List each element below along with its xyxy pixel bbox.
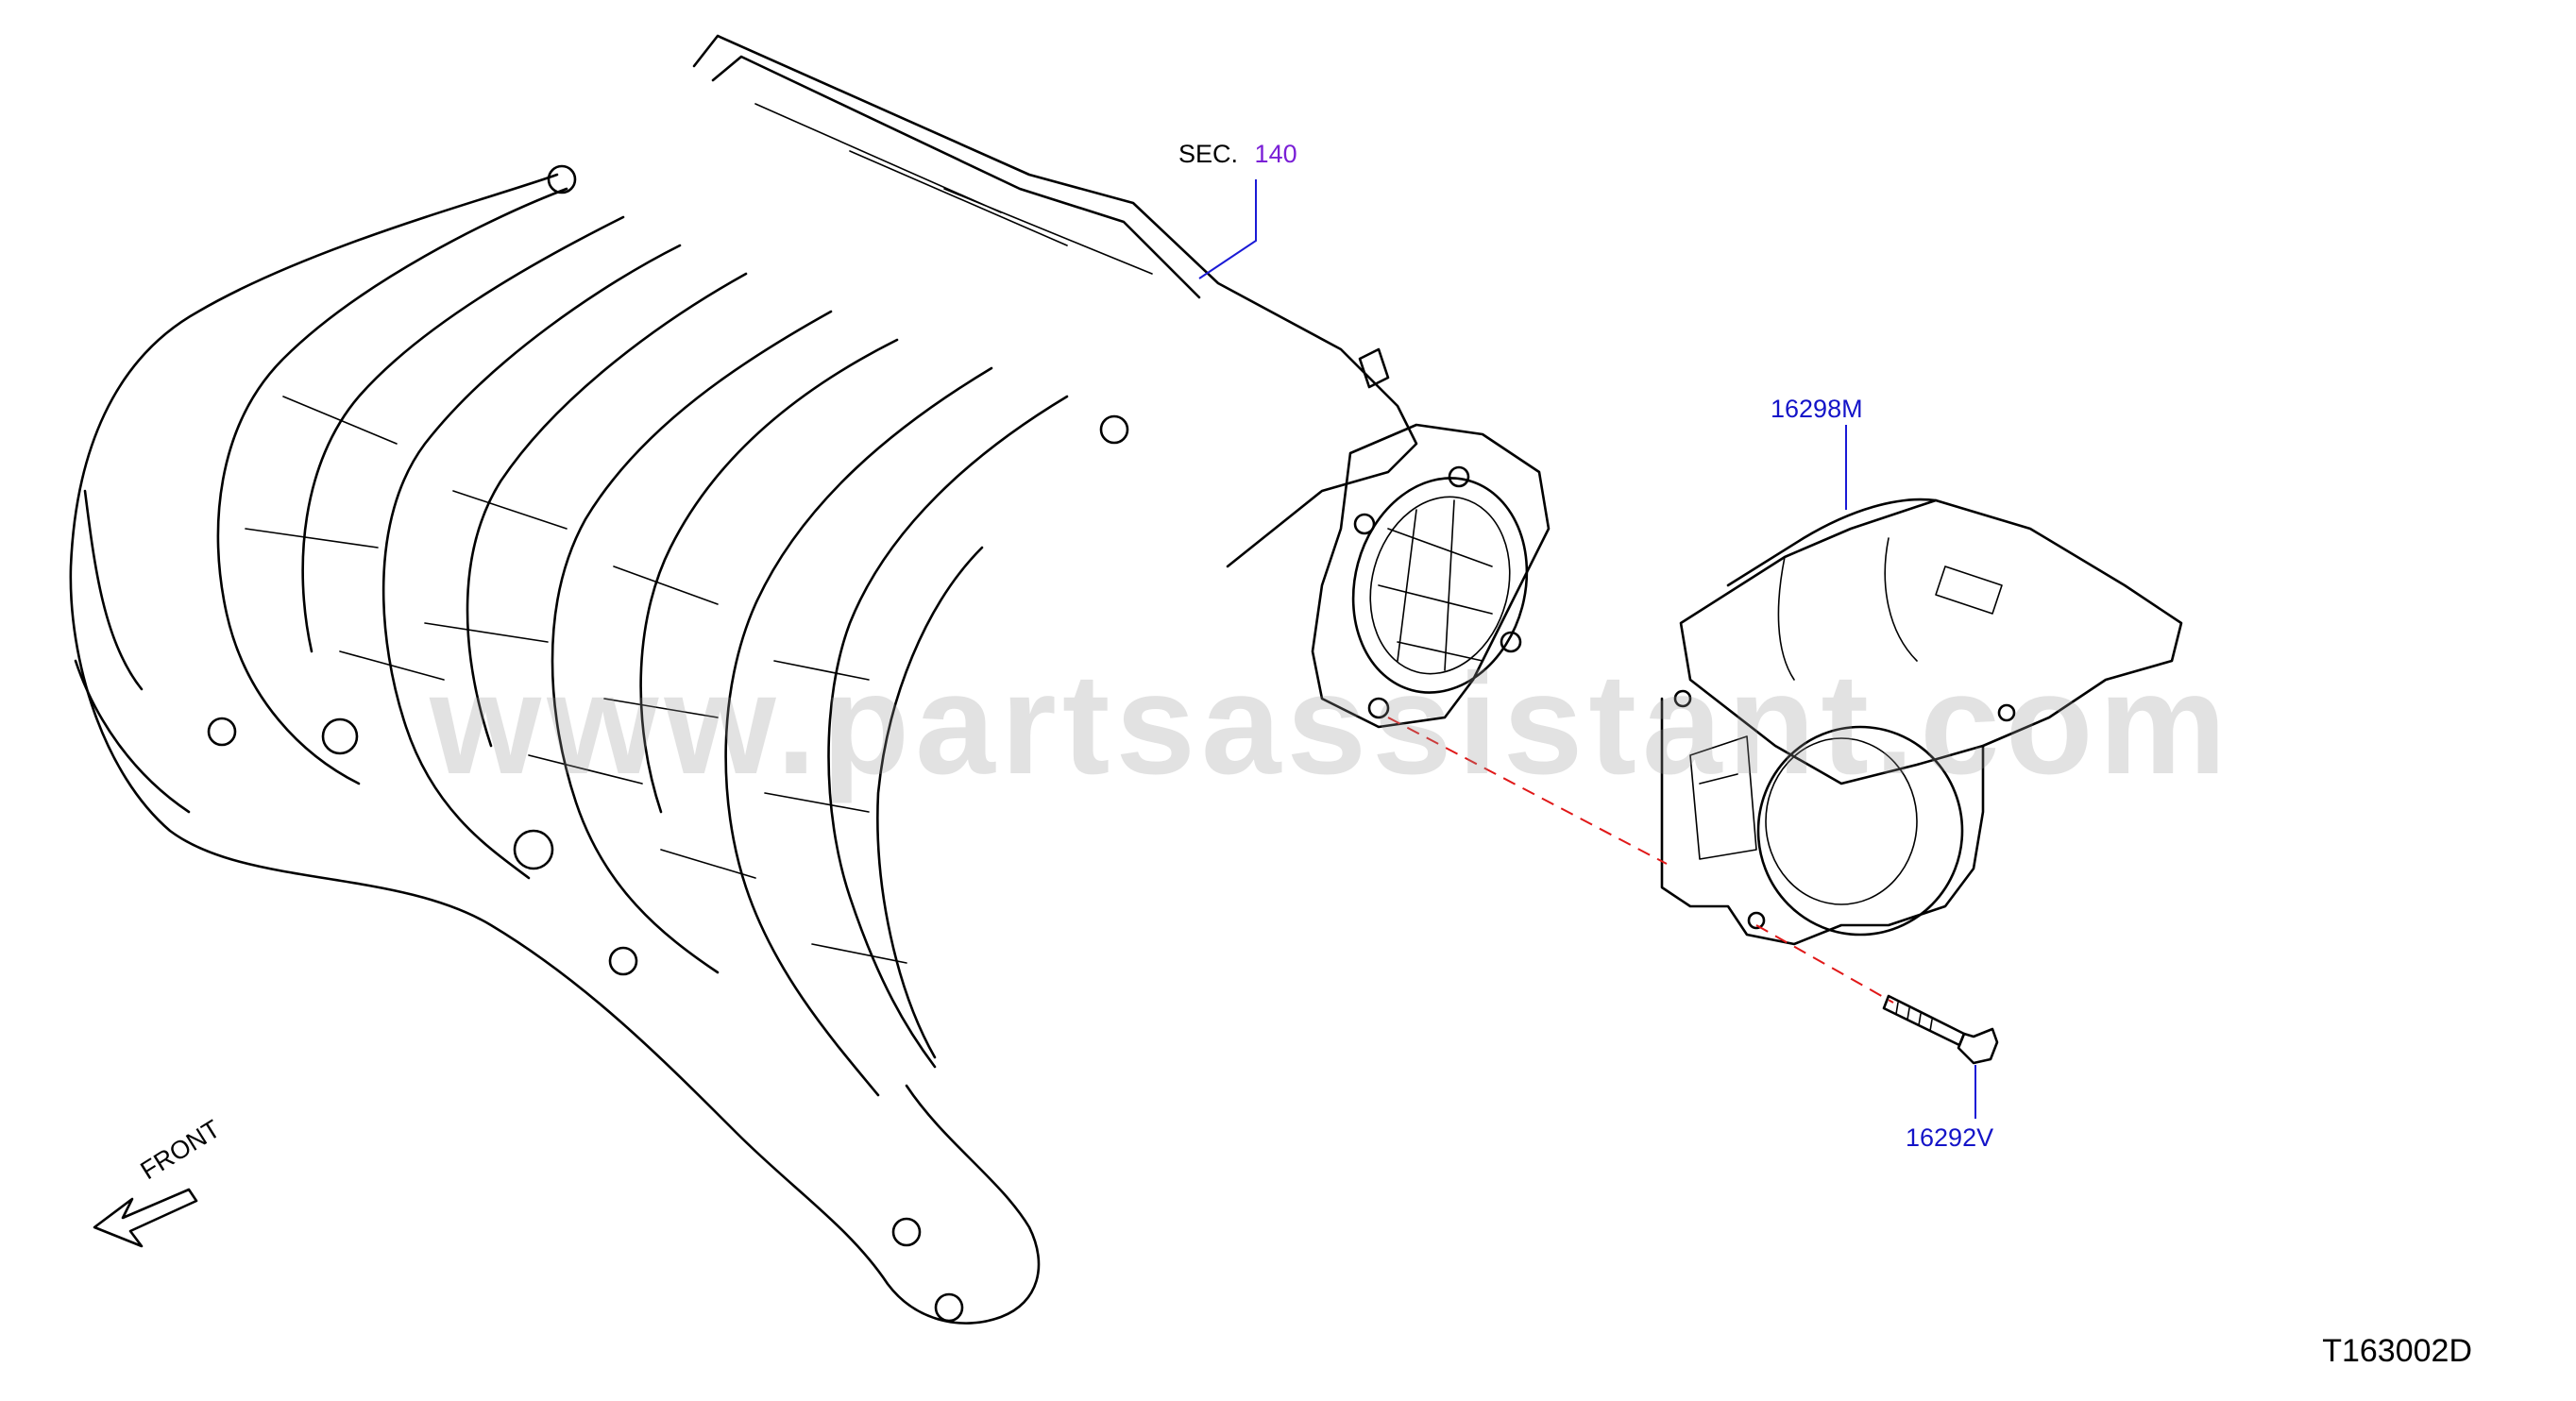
bolt[interactable] [1882, 994, 1999, 1065]
throttle-chamber[interactable] [1660, 498, 2183, 946]
callout-16298m[interactable]: 16298M [1771, 395, 1863, 423]
dashed-line-bolt [1755, 924, 1894, 1004]
front-arrow-icon [93, 1188, 198, 1248]
dashed-line-flange [1387, 717, 1668, 865]
section-reference[interactable]: SEC. 140 [1178, 140, 1297, 169]
watermark: www.partsassistant.com [430, 644, 2232, 804]
intake-manifold[interactable] [69, 34, 1551, 1325]
section-number[interactable]: 140 [1254, 140, 1297, 168]
drawing-code: T163002D [2322, 1333, 2472, 1369]
section-prefix: SEC. [1178, 140, 1239, 168]
callout-16292v[interactable]: 16292V [1906, 1123, 1994, 1152]
leader-sec-140 [1198, 179, 1257, 279]
